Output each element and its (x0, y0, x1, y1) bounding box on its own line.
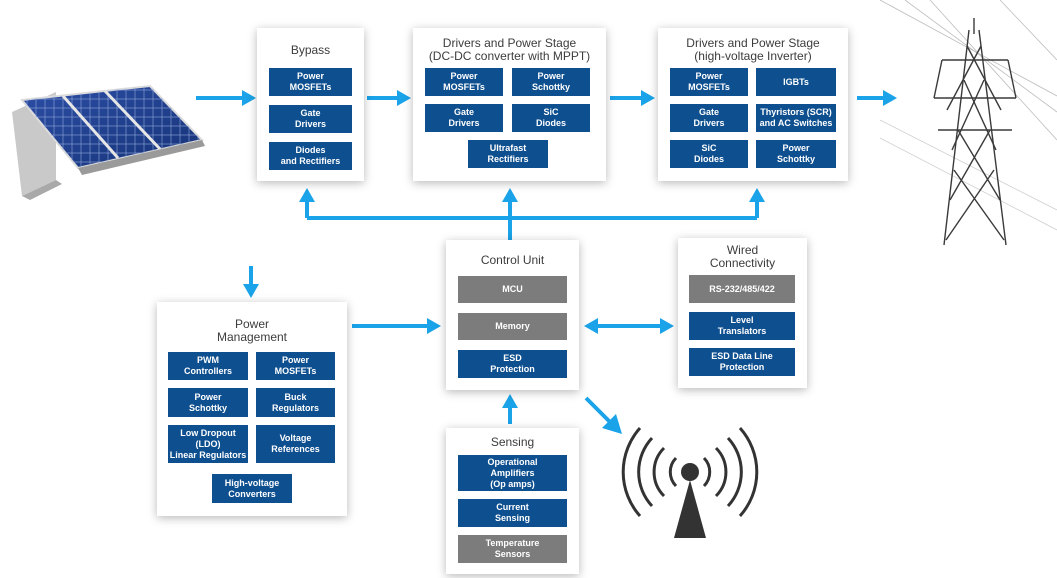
inverter-power-mosfets-chip[interactable]: Power MOSFETs (670, 68, 748, 96)
dcdc-title: Drivers and Power Stage (DC-DC converter… (428, 36, 591, 63)
pm-power-mosfets-chip[interactable]: Power MOSFETs (256, 352, 335, 380)
control-memory-chip[interactable]: Memory (458, 313, 567, 340)
control-mcu-chip[interactable]: MCU (458, 276, 567, 303)
control-esd-protection-chip[interactable]: ESD Protection (458, 350, 567, 378)
control-unit-panel: Control Unit MCU Memory ESD Protection (446, 240, 579, 390)
sensing-temperature-sensors-chip[interactable]: Temperature Sensors (458, 535, 567, 563)
power-management-title: Power Management (216, 317, 288, 344)
wireless-antenna-icon (621, 427, 759, 538)
inverter-power-schottky-chip[interactable]: Power Schottky (756, 140, 836, 168)
wired-connectivity-panel: Wired Connectivity RS-232/485/422 Level … (678, 238, 807, 388)
solar-panel-icon (12, 84, 205, 200)
sensing-panel: Sensing Operational Amplifiers (Op amps)… (446, 428, 579, 574)
inverter-gate-drivers-chip[interactable]: Gate Drivers (670, 104, 748, 132)
sensing-current-sensing-chip[interactable]: Current Sensing (458, 499, 567, 527)
inverter-title: Drivers and Power Stage (high-voltage In… (686, 36, 820, 63)
dcdc-gate-drivers-chip[interactable]: Gate Drivers (425, 104, 503, 132)
flow-arrows (196, 90, 897, 434)
transmission-tower-icon (879, 0, 1057, 246)
sensing-title: Sensing (490, 435, 535, 449)
bypass-gate-drivers-chip[interactable]: Gate Drivers (269, 105, 352, 133)
dcdc-power-schottky-chip[interactable]: Power Schottky (512, 68, 590, 96)
pm-voltage-references-chip[interactable]: Voltage References (256, 425, 335, 463)
dcdc-panel: Drivers and Power Stage (DC-DC converter… (413, 28, 606, 181)
power-management-panel: Power Management PWM Controllers Power M… (157, 302, 347, 516)
wired-connectivity-title: Wired Connectivity (709, 243, 776, 270)
pm-buck-regulators-chip[interactable]: Buck Regulators (256, 388, 335, 417)
inverter-igbts-chip[interactable]: IGBTs (756, 68, 836, 96)
pm-power-schottky-chip[interactable]: Power Schottky (168, 388, 248, 417)
inverter-panel: Drivers and Power Stage (high-voltage In… (658, 28, 848, 181)
wired-level-translators-chip[interactable]: Level Translators (689, 312, 795, 340)
bypass-power-mosfets-chip[interactable]: Power MOSFETs (269, 68, 352, 96)
dcdc-sic-diodes-chip[interactable]: SiC Diodes (512, 104, 590, 132)
inverter-thyristors-chip[interactable]: Thyristors (SCR) and AC Switches (756, 104, 836, 132)
pm-high-voltage-converters-chip[interactable]: High-voltage Converters (212, 474, 292, 503)
control-unit-title: Control Unit (480, 253, 545, 267)
bypass-panel: Bypass Power MOSFETs Gate Drivers Diodes… (257, 28, 364, 181)
bypass-title: Bypass (290, 43, 331, 57)
inverter-sic-diodes-chip[interactable]: SiC Diodes (670, 140, 748, 168)
dcdc-ultrafast-rectifiers-chip[interactable]: Ultrafast Rectifiers (468, 140, 548, 168)
wired-rs232-chip[interactable]: RS-232/485/422 (689, 275, 795, 303)
wired-esd-data-line-chip[interactable]: ESD Data Line Protection (689, 348, 795, 376)
pm-pwm-controllers-chip[interactable]: PWM Controllers (168, 352, 248, 380)
bypass-diodes-rectifiers-chip[interactable]: Diodes and Rectifiers (269, 142, 352, 170)
sensing-op-amps-chip[interactable]: Operational Amplifiers (Op amps) (458, 455, 567, 491)
dcdc-power-mosfets-chip[interactable]: Power MOSFETs (425, 68, 503, 96)
pm-ldo-regulators-chip[interactable]: Low Dropout (LDO) Linear Regulators (168, 425, 248, 463)
